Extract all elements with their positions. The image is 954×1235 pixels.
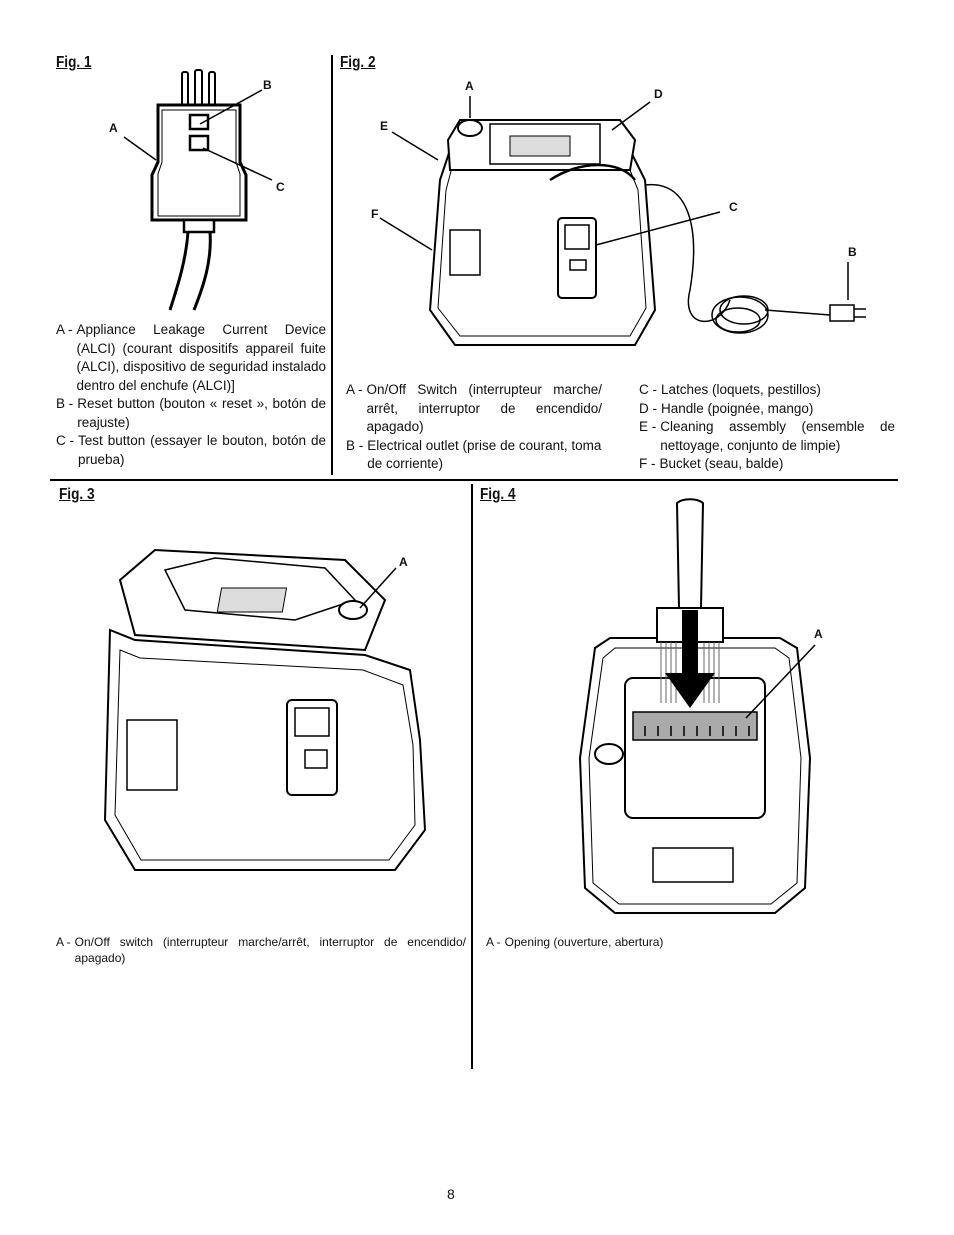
fig2-callout-b: B	[848, 245, 857, 259]
fig2-callout-c: C	[729, 200, 738, 214]
fig3-bucket-illustration	[103, 548, 427, 871]
legend-text: Appliance Leakage Current Device (ALCI) …	[76, 322, 326, 393]
legend-key: C -	[56, 433, 74, 448]
legend-text: Electrical outlet (prise de courant, tom…	[367, 437, 602, 472]
fig1-plug-illustration	[150, 69, 248, 311]
page-number: 8	[447, 1186, 455, 1202]
fig2-legend-item-a: A -On/Off Switch (interrupteur marche/ a…	[346, 381, 602, 437]
fig1-callout-a: A	[109, 121, 118, 135]
fig3-callout-a: A	[399, 555, 408, 569]
legend-text: Opening (ouverture, abertura)	[504, 935, 664, 949]
fig2-title: Fig. 2	[340, 54, 376, 71]
fig1-legend-item-b: B -Reset button (bouton « reset », botón…	[56, 395, 326, 432]
fig2-legend-item-c: C - Latches (loquets, pestillos)	[639, 381, 895, 400]
fig1-callout-c: C	[276, 180, 285, 194]
legend-key: C -	[639, 382, 657, 397]
fig2-legend-right: C - Latches (loquets, pestillos) D -Handl…	[639, 381, 895, 474]
legend-key: A -	[346, 382, 363, 397]
fig4-legend: A -Opening (ouverture, abertura)	[486, 934, 886, 950]
fig2-legend-item-e: E -Cleaning assembly (ensemble de nettoy…	[639, 418, 895, 455]
fig3-legend-item-a: A -On/Off switch (interrupteur marche/ar…	[56, 934, 466, 966]
legend-key: F -	[639, 456, 656, 471]
fig1-legend-item-c: C - Test button (essayer le bouton, botón…	[56, 432, 326, 469]
fig2-callout-d: D	[654, 87, 663, 101]
fig1-legend: A -Appliance Leakage Current Device (ALC…	[56, 321, 326, 469]
legend-text: Reset button (bouton « reset », botón de…	[77, 396, 326, 430]
divider-fig1-fig2	[331, 55, 333, 475]
legend-text: On/Off Switch (interrupteur marche/ arrê…	[366, 382, 602, 434]
fig2-legend-item-b: B -Electrical outlet (prise de courant, …	[346, 437, 602, 474]
legend-key: A -	[56, 322, 73, 337]
divider-fig3-fig4	[471, 484, 473, 1069]
fig2-bucket-illustration	[428, 119, 866, 346]
fig3-title: Fig. 3	[59, 486, 95, 503]
fig1-callout-b: B	[263, 78, 272, 92]
legend-text: On/Off switch (interrupteur marche/arrêt…	[74, 935, 466, 965]
divider-horizontal	[50, 479, 898, 481]
legend-key: E -	[639, 419, 657, 434]
fig2-callout-e: E	[380, 119, 389, 133]
fig4-legend-item-a: A -Opening (ouverture, abertura)	[486, 934, 886, 950]
legend-text: Handle (poignée, mango)	[661, 400, 814, 416]
fig2-callout-a: A	[465, 79, 474, 93]
fig2-callout-f: F	[371, 207, 379, 221]
legend-key: B -	[56, 396, 74, 411]
fig4-title: Fig. 4	[480, 486, 516, 503]
legend-key: A -	[56, 935, 71, 949]
legend-text: Test button (essayer le bouton, botón de…	[78, 433, 326, 467]
legend-key: D -	[639, 400, 657, 416]
fig2-legend-item-f: F -Bucket (seau, balde)	[639, 455, 895, 474]
fig4-brush-bucket-illustration	[578, 498, 812, 914]
fig4-callout-a: A	[814, 627, 823, 641]
fig1-title: Fig. 1	[56, 54, 92, 71]
legend-key: B -	[346, 437, 364, 453]
legend-text: Bucket (seau, balde)	[659, 456, 784, 471]
fig3-legend: A -On/Off switch (interrupteur marche/ar…	[56, 934, 466, 966]
legend-key: A -	[486, 935, 501, 949]
fig1-legend-item-a: A -Appliance Leakage Current Device (ALC…	[56, 321, 326, 395]
fig2-legend-left: A -On/Off Switch (interrupteur marche/ a…	[346, 381, 602, 474]
fig2-legend-item-d: D -Handle (poignée, mango)	[639, 400, 895, 419]
legend-text: Latches (loquets, pestillos)	[661, 382, 821, 397]
legend-text: Cleaning assembly (ensemble de nettoyage…	[660, 419, 895, 453]
